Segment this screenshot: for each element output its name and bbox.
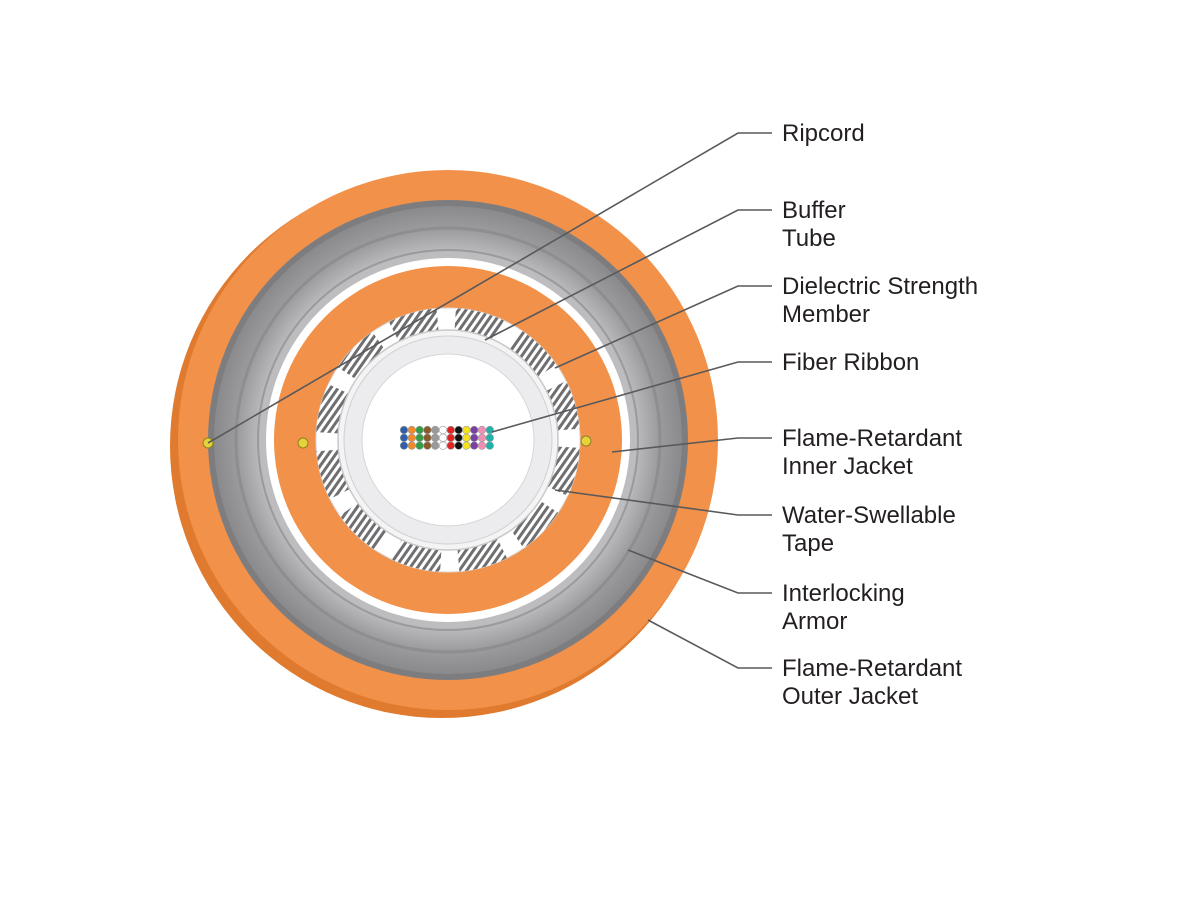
- leader-line: [491, 361, 772, 433]
- cable-body: [170, 170, 718, 718]
- optical-fiber: [407, 441, 416, 450]
- optical-fiber: [423, 425, 432, 435]
- label-dielectric-strength-member-line2: Member: [782, 301, 870, 328]
- optical-fiber: [399, 441, 409, 450]
- optical-fiber: [423, 433, 432, 442]
- optical-fiber: [446, 433, 455, 442]
- optical-fiber: [454, 425, 463, 435]
- strength-member-segment: [544, 380, 580, 431]
- optical-fiber: [399, 433, 409, 442]
- strength-member-segment: [392, 537, 442, 572]
- ripcord: [297, 437, 309, 449]
- optical-fiber: [438, 425, 448, 435]
- optical-fiber: [407, 425, 416, 435]
- optical-fiber: [470, 441, 479, 450]
- strength-member-segment: [545, 446, 580, 496]
- strength-member-segment: [316, 449, 352, 500]
- optical-fiber: [431, 433, 440, 442]
- strength-member-segment: [509, 499, 559, 549]
- armor-inner-edge: [257, 249, 639, 631]
- strength-member-segment: [337, 331, 387, 381]
- optical-fiber: [477, 425, 487, 435]
- strength-member-segment: [457, 536, 508, 572]
- strength-member-segment: [507, 329, 557, 379]
- optical-fiber: [438, 433, 448, 442]
- leader-line: [207, 132, 772, 444]
- label-interlocking-armor-line2: Armor: [782, 608, 847, 635]
- optical-fiber: [431, 425, 440, 435]
- label-inner-jacket-line2: Inner Jacket: [782, 453, 913, 480]
- strength-member-segment: [454, 308, 504, 343]
- optical-fiber: [454, 441, 463, 450]
- optical-fiber: [438, 441, 448, 450]
- optical-fiber: [446, 441, 455, 450]
- leader-line: [647, 619, 772, 669]
- optical-fiber: [399, 425, 409, 435]
- optical-fiber: [415, 425, 424, 435]
- leader-line: [611, 437, 772, 453]
- optical-fiber: [415, 441, 424, 450]
- label-buffer-tube-line2: Tube: [782, 225, 836, 252]
- optical-fiber: [470, 425, 479, 435]
- label-outer-jacket: Flame-Retardant: [782, 655, 962, 682]
- label-ripcord: Ripcord: [782, 120, 865, 147]
- optical-fiber: [423, 441, 432, 450]
- strength-member-segment: [388, 308, 439, 344]
- optical-fiber: [477, 441, 487, 450]
- optical-fiber: [415, 433, 424, 442]
- optical-fiber: [407, 433, 416, 442]
- optical-fiber: [462, 425, 471, 435]
- ripcord: [580, 435, 592, 447]
- label-water-swellable-tape: Water-Swellable: [782, 502, 956, 529]
- strength-member-segment: [316, 384, 351, 434]
- leader-lines: [207, 132, 772, 669]
- leader-line: [554, 489, 772, 516]
- label-interlocking-armor: Interlocking: [782, 580, 905, 607]
- optical-fiber: [446, 425, 455, 435]
- optical-fiber: [462, 441, 471, 450]
- label-water-swellable-tape-line2: Tape: [782, 530, 834, 557]
- optical-fiber: [462, 433, 471, 442]
- leader-line: [484, 209, 772, 341]
- leader-line: [554, 285, 772, 369]
- optical-fiber: [431, 441, 440, 450]
- optical-fiber: [470, 433, 479, 442]
- label-buffer-tube: Buffer: [782, 197, 846, 224]
- optical-fiber: [454, 433, 463, 442]
- optical-fiber: [485, 433, 494, 442]
- fiber-ribbon: [399, 425, 494, 450]
- leader-line: [627, 549, 772, 594]
- optical-fiber: [485, 441, 494, 450]
- label-dielectric-strength-member: Dielectric Strength: [782, 273, 978, 300]
- ripcords: [202, 435, 592, 449]
- strength-member-segment: [339, 501, 389, 551]
- armor-ridge: [234, 226, 662, 654]
- label-inner-jacket: Flame-Retardant: [782, 425, 962, 452]
- optical-fiber: [477, 433, 487, 442]
- label-fiber-ribbon: Fiber Ribbon: [782, 349, 919, 376]
- label-outer-jacket-line2: Outer Jacket: [782, 683, 918, 710]
